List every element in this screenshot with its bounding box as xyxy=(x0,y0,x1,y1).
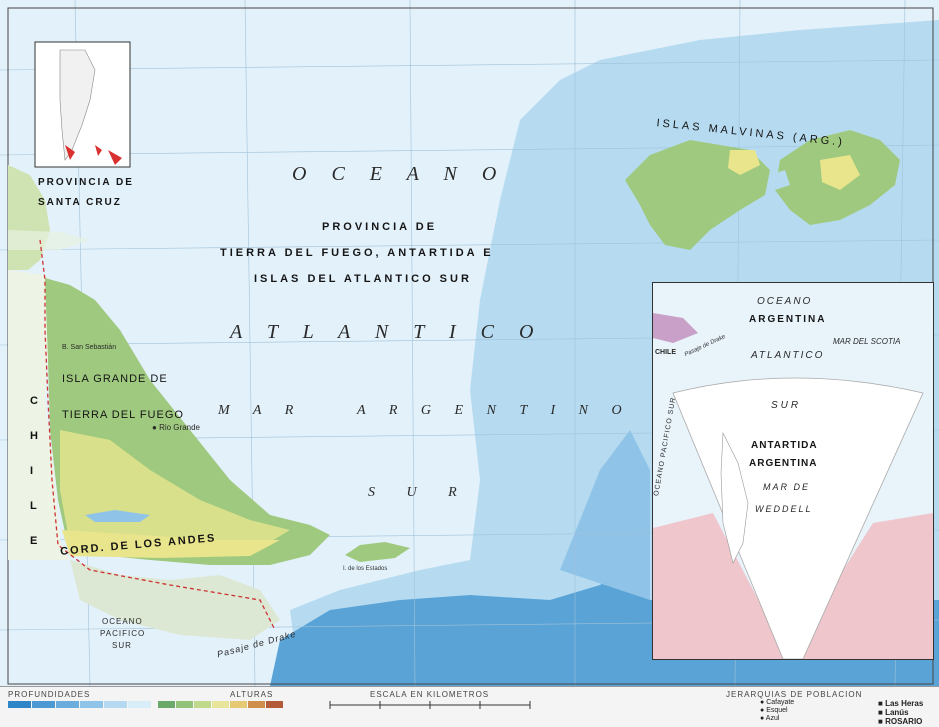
mid-city-1: ● Cafayate xyxy=(760,699,795,706)
depth-swatch xyxy=(104,701,127,708)
legend-escala: ESCALA EN KILOMETROS xyxy=(370,690,490,699)
tierra-del-fuego-inset xyxy=(653,313,698,343)
island-line-1: ISLA GRANDE DE xyxy=(62,373,168,385)
locator-highlight-malvinas xyxy=(95,145,102,156)
ocean-word-atlantico: A T L A N T I C O xyxy=(230,321,544,343)
locator-highlight xyxy=(65,145,75,160)
depth-swatch xyxy=(80,701,103,708)
mid-city-3: ● Azul xyxy=(760,715,780,722)
legend-alturas: ALTURAS xyxy=(230,690,274,699)
town-dot-icon: ● xyxy=(152,423,157,432)
town-rio-grande: ● Rio Grande xyxy=(152,423,200,432)
province-line-2: TIERRA DEL FUEGO, ANTARTIDA E xyxy=(220,247,494,259)
inset-argentina: ARGENTINA xyxy=(749,314,827,325)
chile-land xyxy=(8,270,70,560)
southern-islands xyxy=(70,560,280,640)
argentine-sector xyxy=(672,377,924,659)
pacific-line-3: SUR xyxy=(112,641,132,650)
inset-mar-scotia: MAR DEL SCOTIA xyxy=(833,337,901,346)
city-1: ■ Las Heras xyxy=(878,699,924,708)
andes-range xyxy=(62,530,280,558)
height-swatch xyxy=(158,701,175,708)
chile-sector xyxy=(653,513,783,659)
chile-letter-e: E xyxy=(30,535,38,547)
santa-cruz-line-2: SANTA CRUZ xyxy=(38,197,122,208)
inset-weddell: WEDDELL xyxy=(755,504,813,514)
height-swatch xyxy=(230,701,247,708)
town-san-sebastian: B. San Sebastián xyxy=(62,344,117,351)
chile-letter-c: C xyxy=(30,395,38,407)
isla-estados[interactable] xyxy=(345,542,410,562)
chile-letter-h: H xyxy=(30,430,38,442)
scale-bar xyxy=(329,701,531,709)
city-3: ■ ROSARIO xyxy=(878,717,923,726)
island-line-2: TIERRA DEL FUEGO xyxy=(62,409,184,421)
mid-city-2: ● Esquel xyxy=(760,707,788,714)
height-swatch xyxy=(248,701,265,708)
inset-mar-de: MAR DE xyxy=(763,482,811,492)
santa-cruz-line-1: PROVINCIA DE xyxy=(38,177,134,188)
ocean-word-sur: S U R xyxy=(368,485,471,500)
town-isla-estados: I. de los Estados xyxy=(343,566,388,572)
legend-profundidades: PROFUNDIDADES xyxy=(8,690,91,699)
inset-antartida: ANTARTIDA xyxy=(751,440,818,451)
lago-fagnano xyxy=(85,510,150,522)
height-swatch xyxy=(212,701,229,708)
antarctic-peninsula xyxy=(720,431,749,564)
malvinas-islands[interactable] xyxy=(625,130,900,250)
depth-swatch xyxy=(8,701,31,708)
pacific-line-2: PACIFICO xyxy=(100,629,146,638)
other-sector xyxy=(793,513,933,659)
inset-oceano: OCEANO xyxy=(757,296,813,307)
inset-sur: SUR xyxy=(771,400,802,411)
depth-swatch xyxy=(32,701,55,708)
border-line xyxy=(39,239,276,631)
pacific-line-1: OCEANO xyxy=(102,617,143,626)
province-line-1: PROVINCIA DE xyxy=(322,221,438,233)
ocean-word-oceano: O C E A N O xyxy=(292,163,507,185)
inset-chile: CHILE xyxy=(655,349,676,356)
legend-bar: PROFUNDIDADES ALTURAS ESCALA EN KILOMETR… xyxy=(0,686,939,727)
ocean-word-mar-argentino: M A R A R G E N T I N O xyxy=(218,403,632,418)
chile-letter-i: I xyxy=(30,465,34,477)
ocean-mid-east xyxy=(560,430,650,600)
chile-letter-l: L xyxy=(30,500,37,512)
strait-magellan xyxy=(8,230,90,250)
inset-argentina2: ARGENTINA xyxy=(749,458,818,469)
depth-swatch xyxy=(128,701,151,708)
locator-highlight-antarctica xyxy=(108,150,122,165)
province-line-3: ISLAS DEL ATLANTICO SUR xyxy=(254,273,472,285)
height-swatch xyxy=(176,701,193,708)
inset-atlantico: ATLANTICO xyxy=(751,350,825,361)
antarctic-inset: OCEANO ARGENTINA MAR DEL SCOTIA ATLANTIC… xyxy=(652,282,934,660)
argentina-outline xyxy=(59,49,96,161)
height-swatch xyxy=(194,701,211,708)
city-2: ■ Lanús xyxy=(878,708,909,717)
depth-swatch xyxy=(56,701,79,708)
antarctic-inset-canvas[interactable] xyxy=(653,283,933,659)
height-swatch xyxy=(266,701,283,708)
legend-jerarquias: JERARQUIAS DE POBLACION xyxy=(726,690,863,699)
